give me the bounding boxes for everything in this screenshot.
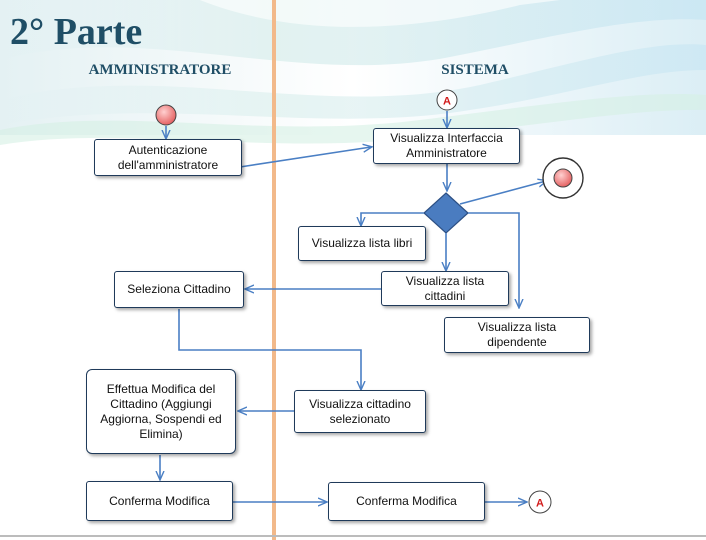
arrow-decision-to-books <box>361 212 424 225</box>
lane-header-system: SISTEMA <box>441 62 509 78</box>
node-employees-list[interactable]: Visualizza lista dipendente <box>444 317 590 353</box>
arrow-select-to-show-selected <box>178 309 361 389</box>
final-node-inner-icon <box>553 168 573 188</box>
node-admin-interface[interactable]: Visualizza Interfaccia Amministratore <box>373 128 520 164</box>
connector-a-bottom-label: A <box>536 498 544 510</box>
node-select-citizen[interactable]: Seleziona Cittadino <box>114 271 244 308</box>
lane-header-admin: AMMINISTRATORE <box>88 62 232 78</box>
connector-a-bottom-icon <box>528 490 552 514</box>
node-authentication[interactable]: Autenticazione dell'amministratore <box>94 139 242 176</box>
node-citizens-list[interactable]: Visualizza lista cittadini <box>381 271 509 306</box>
node-confirm-admin[interactable]: Conferma Modifica <box>86 481 233 521</box>
slide-title: 2° Parte <box>10 11 143 53</box>
node-books-list[interactable]: Visualizza lista libri <box>298 226 426 261</box>
arrow-decision-to-final <box>459 181 546 205</box>
node-modify-citizen[interactable]: Effettua Modifica del Cittadino (Aggiung… <box>86 369 236 454</box>
connector-a-top-label: A <box>443 96 451 108</box>
lane-divider <box>272 0 276 540</box>
node-confirm-system[interactable]: Conferma Modifica <box>328 482 485 521</box>
decision-diamond <box>423 192 469 234</box>
bottom-divider <box>0 535 706 537</box>
connector-a-top-icon <box>436 89 458 111</box>
arrow-auth-to-admin-ui <box>239 147 371 168</box>
arrow-decision-to-employees <box>468 212 519 307</box>
initial-node-icon <box>155 104 177 126</box>
node-show-selected-citizen[interactable]: Visualizza cittadino selezionato <box>294 390 426 433</box>
